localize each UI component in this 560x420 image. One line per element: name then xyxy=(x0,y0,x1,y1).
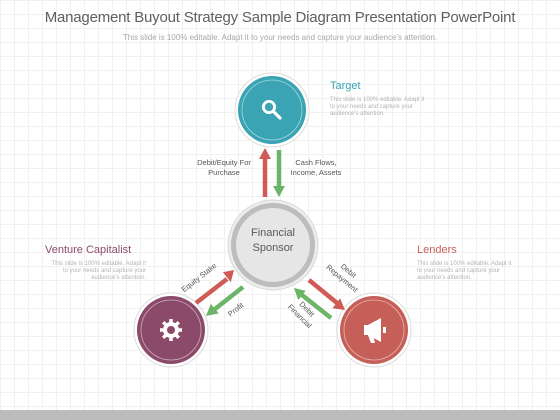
megaphone-icon xyxy=(364,318,386,343)
target-desc-line2: to your needs and capture your xyxy=(330,104,414,110)
search-icon xyxy=(262,100,282,120)
target-desc-line3: audience's attention. xyxy=(330,111,385,117)
venture-capitalist-node xyxy=(133,292,209,368)
lenders-desc-line1: This slide is 100% editable. Adapt it xyxy=(417,261,512,267)
gear-icon xyxy=(160,319,182,341)
label-cash-flows: Cash Flows, Income, Assets xyxy=(280,158,352,178)
venture-desc-line1: This slide is 100% editable. Adapt it xyxy=(51,261,146,267)
label-debit-equity-line1: Debit/Equity For xyxy=(197,158,251,167)
target-desc-line1: This slide is 100% editable. Adapt it xyxy=(330,97,425,103)
arrow-profit xyxy=(206,285,245,316)
arrow-equity-stake xyxy=(194,270,234,305)
financial-sponsor-line2: Sponsor xyxy=(252,242,294,254)
arrow-debit-equity-up xyxy=(259,148,271,197)
target-description: This slide is 100% editable. Adapt it to… xyxy=(330,97,450,118)
financial-sponsor-label: Financial Sponsor xyxy=(222,226,324,256)
target-title: Target xyxy=(330,80,361,92)
arrow-debit-financial xyxy=(294,288,333,320)
financial-sponsor-node xyxy=(227,199,319,291)
slide-title: Management Buyout Strategy Sample Diagra… xyxy=(44,9,516,26)
venture-capitalist-title: Venture Capitalist xyxy=(45,244,132,256)
lenders-title: Lenders xyxy=(417,244,457,256)
label-debit-equity-line2: Purchase xyxy=(208,168,240,177)
venture-desc-line2: to your needs and capture your xyxy=(62,268,146,274)
lenders-desc-line2: to your needs and capture your xyxy=(417,268,501,274)
lenders-description: This slide is 100% editable. Adapt it to… xyxy=(417,261,537,282)
label-cash-flows-line2: Income, Assets xyxy=(290,168,342,177)
slide-subtitle: This slide is 100% editable. Adapt it to… xyxy=(122,33,438,42)
venture-capitalist-description: This slide is 100% editable. Adapt it to… xyxy=(26,261,146,282)
label-cash-flows-line1: Cash Flows, xyxy=(295,158,337,167)
financial-sponsor-line1: Financial xyxy=(250,227,296,239)
arrow-cash-flows-down xyxy=(273,150,285,197)
target-node xyxy=(234,72,310,148)
label-debit-equity: Debit/Equity For Purchase xyxy=(186,158,262,178)
lenders-node xyxy=(336,292,412,368)
arrow-debit-repayment xyxy=(307,278,345,310)
lenders-desc-line3: audience's attention. xyxy=(417,275,472,281)
bottom-bar xyxy=(0,410,560,420)
venture-desc-line3: audience's attention. xyxy=(91,275,146,281)
